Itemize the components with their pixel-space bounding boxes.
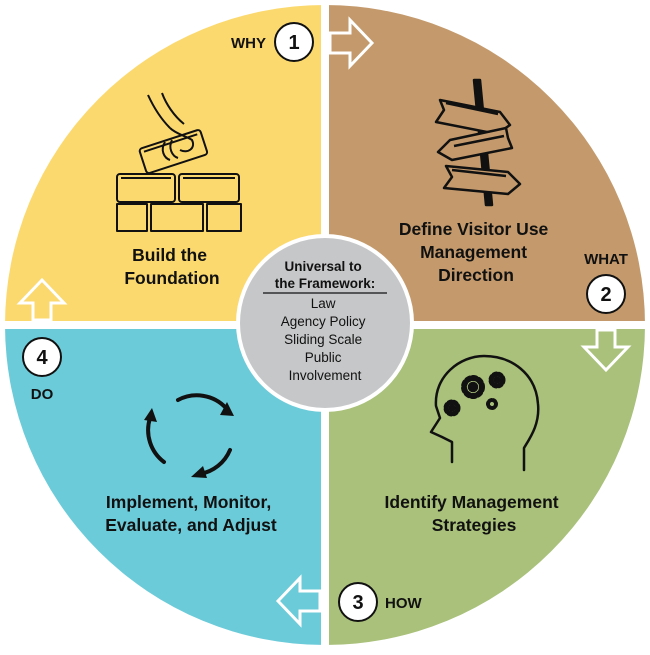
step-badge-4: 4 <box>22 337 62 377</box>
arrow-how-to-do <box>275 574 322 628</box>
step-badge-2: 2 <box>586 274 626 314</box>
brick-wall-icon <box>116 92 242 232</box>
center-title: Universal to the Framework: <box>275 259 376 291</box>
center-universal-panel: Universal to the Framework: Law Agency P… <box>236 234 414 412</box>
center-items: Law Agency Policy Sliding Scale Public I… <box>281 296 370 383</box>
quadrant-how <box>325 325 645 645</box>
quadrant-do <box>5 325 325 645</box>
step-label-how: HOW <box>385 595 423 612</box>
step-number: 3 <box>352 592 363 614</box>
step-badge-1: 1 <box>274 22 314 62</box>
arrow-do-to-why <box>16 277 68 322</box>
center-circle <box>236 234 414 412</box>
arrow-why-to-what <box>328 16 375 70</box>
cycle-arrows-icon <box>144 393 234 478</box>
step-badge-3: 3 <box>338 582 378 622</box>
quadrant-title-do: Implement, Monitor, Evaluate, and Adjust <box>105 492 277 535</box>
step-number: 2 <box>600 284 611 306</box>
head-gears-icon <box>429 354 540 472</box>
quadrant-title-why: Build the Foundation <box>124 245 219 288</box>
step-label-why: WHY <box>231 35 266 52</box>
step-label-what: WHAT <box>584 251 628 268</box>
step-number: 1 <box>288 32 299 54</box>
signpost-icon <box>434 78 522 207</box>
quadrant-title-how: Identify Management Strategies <box>385 492 564 535</box>
arrow-what-to-how <box>580 328 632 373</box>
step-label-do: DO <box>31 386 54 403</box>
step-number: 4 <box>36 347 48 369</box>
quadrant-title-what: Define Visitor Use Management Direction <box>399 219 553 285</box>
